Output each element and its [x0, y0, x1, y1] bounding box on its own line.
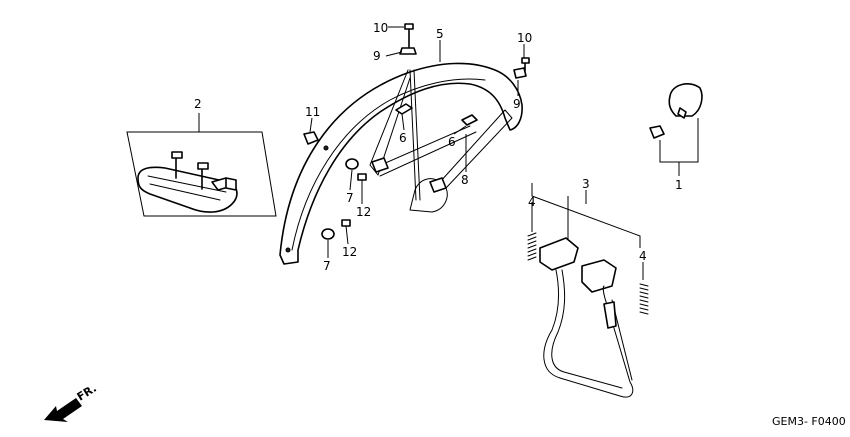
- callout-8: 8: [461, 173, 469, 187]
- stand-bracket-left: [539, 237, 579, 271]
- callout-3: 3: [582, 177, 590, 191]
- clamp-9-right: [513, 67, 527, 79]
- callout-9-left: 9: [373, 49, 381, 63]
- callout-12-upper: 12: [356, 205, 371, 219]
- screw-12-lower: [341, 219, 351, 227]
- stand-stop-plate: [603, 301, 617, 329]
- cap-tab: [677, 107, 687, 119]
- collar-7-upper: [345, 158, 359, 170]
- reflector-callout-frame: [126, 131, 277, 217]
- leader-9a: [385, 51, 403, 57]
- callout-labels: 2 10 9 5 10 9 11 6 6 8 7 12 7 12 1 3 4 4: [194, 21, 683, 273]
- nut-11: [303, 131, 319, 145]
- cap-1: [668, 83, 703, 117]
- bolt-10-right: [521, 57, 530, 72]
- fender-stay-left: [369, 69, 411, 176]
- leader-1-frame: [659, 118, 699, 163]
- callout-4-left: 4: [528, 195, 536, 209]
- reflector-group: [126, 113, 277, 217]
- fender-hole-b: [285, 247, 291, 253]
- fasteners-group: [303, 23, 530, 240]
- reflector-screw-a: [171, 151, 183, 179]
- spring-4-right: [639, 283, 649, 315]
- callout-2: 2: [194, 97, 202, 111]
- leader-7a: [349, 169, 353, 191]
- direction-label: FR.: [75, 382, 99, 404]
- figure-code: GEM3- F0400: [772, 415, 846, 428]
- leader-12b: [345, 225, 349, 245]
- reflector-lens: [137, 166, 238, 213]
- cap-group: [649, 83, 703, 176]
- direction-arrow-shape: [44, 398, 82, 422]
- callout-1: 1: [675, 178, 683, 192]
- bolt-10-left: [404, 23, 414, 48]
- stand-leg-outer: [543, 269, 634, 398]
- fender-hole-a: [323, 145, 329, 151]
- callout-10-left: 10: [373, 21, 388, 35]
- stay-link-rods: [373, 125, 477, 177]
- clamp-9-top: [399, 47, 417, 55]
- front-fender: [279, 62, 523, 265]
- reflector-screw-b: [197, 162, 209, 190]
- fender-inner-edge: [291, 78, 486, 251]
- callout-7-lower: 7: [323, 259, 331, 273]
- front-direction-arrow-icon: FR.: [44, 382, 99, 422]
- collar-7-lower: [321, 228, 335, 240]
- fender-stay-group: [369, 69, 513, 213]
- fender-stay-right: [409, 109, 513, 213]
- stay-center-rod: [409, 69, 421, 201]
- fender-group: [279, 62, 523, 265]
- leader-lines: [309, 26, 525, 258]
- leader-3-frame: [531, 183, 641, 248]
- callout-4-right: 4: [639, 249, 647, 263]
- callout-10-right: 10: [517, 31, 532, 45]
- callout-6-right: 6: [448, 135, 456, 149]
- cap-nut: [649, 125, 665, 139]
- reflector-ribs: [147, 175, 227, 201]
- stay-joint-left: [371, 157, 389, 173]
- stay-clip-right: [461, 114, 478, 126]
- callout-7-upper: 7: [346, 191, 354, 205]
- callout-9-right: 9: [513, 97, 521, 111]
- stay-clip-left: [395, 103, 413, 115]
- spring-4-left: [527, 232, 537, 261]
- stand-bracket-right: [581, 259, 617, 293]
- leader-6b: [453, 125, 467, 135]
- stand-group: [527, 183, 649, 398]
- leader-11: [309, 117, 313, 133]
- stay-joint-right: [429, 177, 447, 193]
- callout-6-left: 6: [399, 131, 407, 145]
- leader-6a: [401, 113, 405, 131]
- callout-12-lower: 12: [342, 245, 357, 259]
- callout-5: 5: [436, 27, 444, 41]
- screw-12-upper: [357, 173, 367, 181]
- callout-11: 11: [305, 105, 320, 119]
- reflector-nut: [225, 177, 237, 191]
